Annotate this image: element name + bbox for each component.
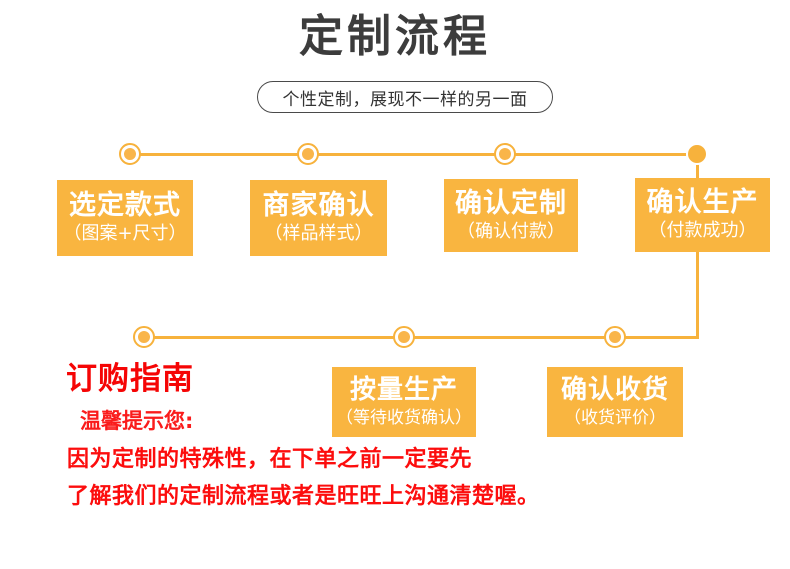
step-5-title: 按量生产	[349, 375, 458, 405]
flow-node-5	[133, 326, 155, 348]
step-box-4: 确认生产 （付款成功）	[635, 178, 770, 252]
subtitle-pill: 个性定制，展现不一样的另一面	[257, 81, 553, 113]
connector-line-top	[130, 153, 698, 156]
step-3-subtitle: （确认付款）	[457, 220, 565, 242]
connector-line-bottom	[144, 336, 699, 339]
flow-node-5-core	[138, 331, 150, 343]
flow-node-7-core	[609, 331, 621, 343]
guide-heading: 订购指南	[66, 361, 194, 397]
flow-node-3-core	[499, 148, 511, 160]
step-2-title: 商家确认	[262, 190, 375, 221]
guide-subheading: 温馨提示您:	[80, 409, 194, 433]
flow-node-1-core	[124, 148, 136, 160]
step-box-6: 确认收货 （收货评价）	[547, 367, 683, 437]
guide-body-line-1: 因为定制的特殊性，在下单之前一定要先	[67, 447, 473, 472]
step-box-5: 按量生产 （等待收货确认）	[332, 367, 476, 437]
step-3-title: 确认定制	[455, 187, 567, 219]
step-box-2: 商家确认 （样品样式）	[250, 180, 387, 256]
step-1-subtitle: （图案+尺寸）	[63, 223, 187, 244]
flow-node-2-core	[302, 148, 314, 160]
step-5-subtitle: （等待收货确认）	[336, 408, 472, 428]
flow-node-1	[119, 143, 141, 165]
step-4-subtitle: （付款成功）	[648, 220, 757, 241]
step-6-title: 确认收货	[560, 375, 669, 405]
step-2-subtitle: （样品样式）	[264, 223, 373, 244]
page-title: 定制流程	[299, 11, 491, 62]
step-box-1: 选定款式 （图案+尺寸）	[57, 180, 193, 256]
guide-body-line-2: 了解我们的定制流程或者是旺旺上沟通清楚喔。	[67, 484, 540, 509]
step-box-3: 确认定制 （确认付款）	[444, 179, 578, 252]
flow-node-4	[686, 143, 708, 165]
flow-node-6	[393, 326, 415, 348]
flow-node-6-core	[398, 331, 410, 343]
flow-node-4-core	[686, 143, 708, 165]
flow-node-2	[297, 143, 319, 165]
step-6-subtitle: （收货评价）	[564, 408, 666, 428]
step-4-title: 确认生产	[646, 187, 759, 218]
step-1-title: 选定款式	[69, 190, 181, 221]
subtitle-text: 个性定制，展现不一样的另一面	[282, 89, 528, 110]
flow-node-7	[604, 326, 626, 348]
flow-node-3	[494, 143, 516, 165]
